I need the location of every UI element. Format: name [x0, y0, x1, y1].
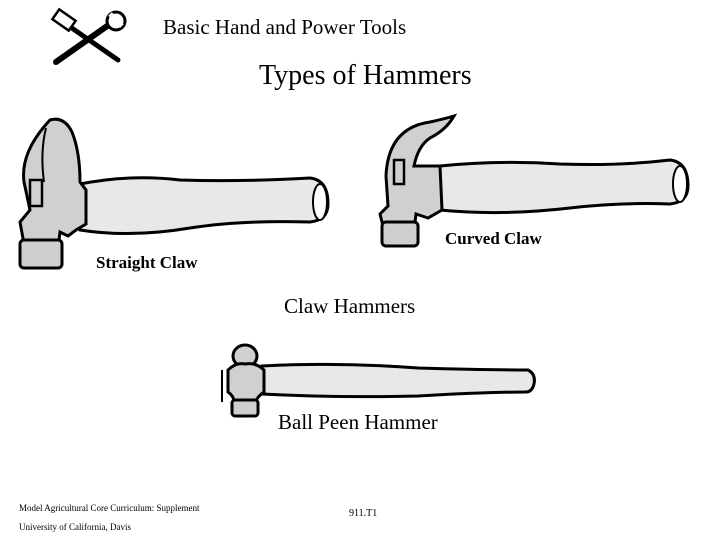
curved-claw-label: Curved Claw: [445, 229, 542, 248]
header-title: Basic Hand and Power Tools: [163, 15, 407, 39]
ball-peen-label: Ball Peen Hammer: [278, 410, 438, 434]
page-title: Types of Hammers: [259, 60, 472, 91]
footer-university: University of California, Davis: [19, 522, 131, 532]
straight-claw-hammer-icon: [18, 117, 330, 270]
footer-curriculum: Model Agricultural Core Curriculum: Supp…: [19, 503, 200, 513]
ball-peen-hammer-icon: [221, 343, 536, 418]
footer-code: 911.T1: [349, 508, 378, 519]
wrench-hammer-icon: [50, 7, 127, 65]
claw-hammers-caption: Claw Hammers: [284, 294, 416, 318]
straight-claw-label: Straight Claw: [96, 253, 198, 272]
curved-claw-hammer-icon: [378, 113, 690, 248]
